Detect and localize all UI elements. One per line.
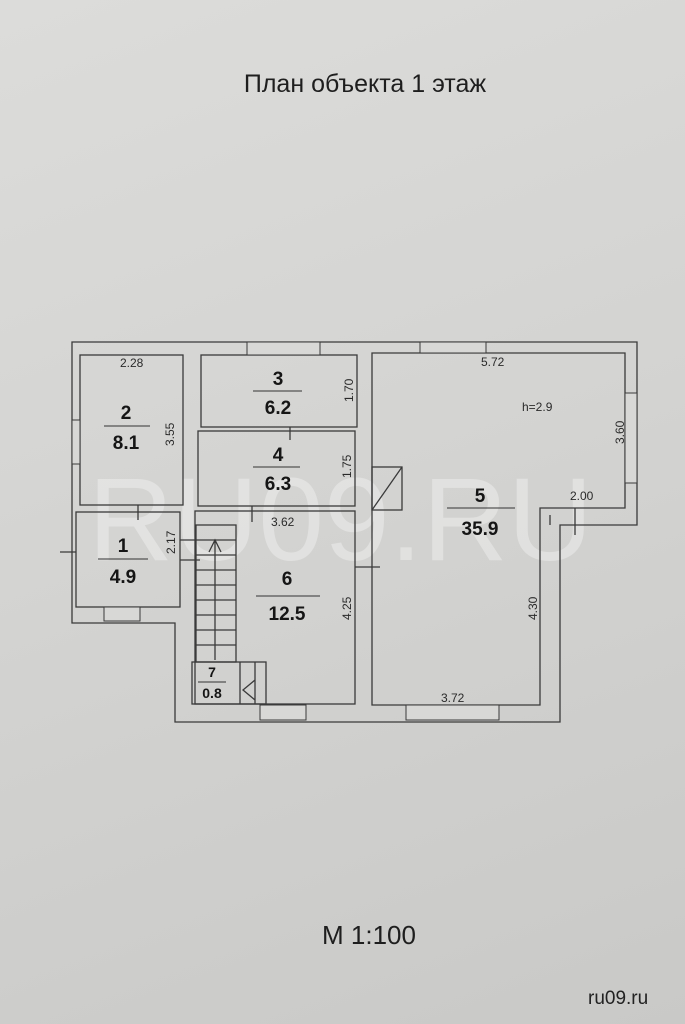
dimension-label: 3.60 xyxy=(613,420,627,444)
room-6-outline xyxy=(194,510,356,705)
room-label-5: 5 35.9 xyxy=(447,486,515,540)
scale-label: М 1:100 xyxy=(322,920,416,950)
window xyxy=(246,341,321,356)
shaft xyxy=(371,466,403,511)
svg-text:1: 1 xyxy=(118,536,129,557)
svg-text:0.8: 0.8 xyxy=(202,685,222,701)
svg-text:12.5: 12.5 xyxy=(269,604,306,625)
dimension-label: 1.75 xyxy=(340,454,354,478)
dimension-label: 4.30 xyxy=(526,596,540,620)
svg-text:5: 5 xyxy=(475,486,486,507)
room-5-outline xyxy=(371,352,626,706)
room-label-4: 4 6.3 xyxy=(253,445,300,495)
dimension-label: 1.70 xyxy=(342,378,356,402)
window xyxy=(259,704,307,721)
plan-title: План объекта 1 этаж xyxy=(243,70,487,98)
dimension-label: 2.00 xyxy=(570,489,594,503)
dimension-label: 3.55 xyxy=(163,422,177,446)
dimension-label: 5.72 xyxy=(481,355,505,369)
dimension-label: 2.17 xyxy=(164,530,178,554)
room-4-outline xyxy=(197,430,356,507)
svg-text:4.9: 4.9 xyxy=(110,567,136,588)
staircase xyxy=(195,524,256,704)
dimension-label: 3.72 xyxy=(441,691,465,705)
door-marks xyxy=(60,427,576,568)
svg-text:7: 7 xyxy=(208,664,216,680)
svg-text:35.9: 35.9 xyxy=(462,519,499,540)
window xyxy=(419,341,487,354)
svg-text:2: 2 xyxy=(121,403,132,424)
dimension-label: 2.28 xyxy=(120,356,144,370)
site-watermark: ru09.ru xyxy=(588,988,649,1009)
window xyxy=(71,419,81,465)
svg-text:6.3: 6.3 xyxy=(265,474,291,495)
dimension-label: 4.25 xyxy=(340,596,354,620)
dimension-label: 3.62 xyxy=(271,515,295,529)
room-label-7: 7 0.8 xyxy=(198,664,226,701)
window xyxy=(624,392,638,484)
room-label-1: 1 4.9 xyxy=(98,536,148,588)
window xyxy=(103,606,141,622)
svg-text:6: 6 xyxy=(282,569,293,590)
room-label-3: 3 6.2 xyxy=(253,369,302,419)
svg-text:6.2: 6.2 xyxy=(265,398,291,419)
room-label-2: 2 8.1 xyxy=(104,403,150,454)
watermark: RU09.RU xyxy=(88,454,593,586)
svg-text:8.1: 8.1 xyxy=(113,433,140,454)
window xyxy=(405,704,500,721)
room-label-6: 6 12.5 xyxy=(256,569,320,625)
svg-text:4: 4 xyxy=(273,445,284,466)
svg-text:3: 3 xyxy=(273,369,284,390)
ceiling-height: h=2.9 xyxy=(522,400,553,414)
